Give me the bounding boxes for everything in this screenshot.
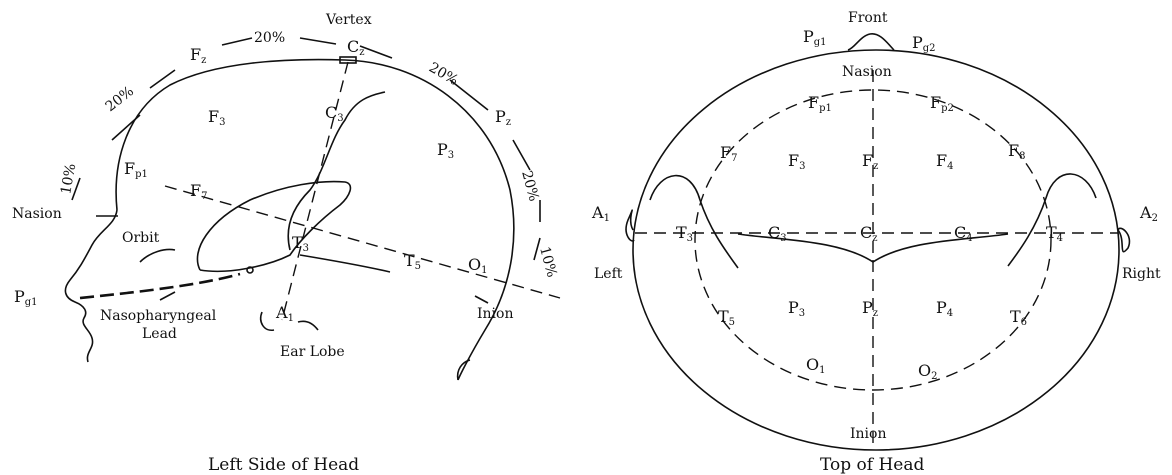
top-electrode-t4: T4: [1046, 223, 1063, 244]
top-electrode-f4: F4: [936, 151, 953, 172]
side-nasopharyngeal-lead: [79, 272, 241, 300]
top-electrode-c4: C4: [954, 223, 973, 244]
side-electrode-fp1: Fp1: [124, 159, 148, 180]
side-orbit-curve: [139, 248, 176, 263]
side-nasopharyngeal-label-2: Lead: [142, 326, 177, 342]
top-electrode-fp1: Fp1: [808, 93, 832, 114]
top-electrode-c3: C3: [768, 223, 787, 244]
top-view: Front Nasion Inion Left Right Top of Hea…: [591, 10, 1161, 475]
side-arc-nasion-fp1: [71, 177, 81, 201]
side-arc-cz-pz: [359, 45, 489, 111]
side-electrode-c3: C3: [325, 103, 344, 124]
side-coronal-dash: [281, 61, 349, 321]
side-nasopharyngeal-label-1: Nasopharyngeal: [100, 308, 217, 324]
side-arc-fz-cz: [221, 37, 337, 46]
side-electrode-pz: Pz: [495, 107, 511, 128]
side-arc-o1-inion: [533, 237, 541, 261]
side-temporal-lower: [299, 254, 391, 273]
side-electrode-a1: A1: [275, 303, 294, 324]
top-electrode-p3: P3: [788, 298, 805, 319]
top-electrode-pg1: Pg1: [803, 27, 827, 48]
top-electrode-t6: T6: [1010, 307, 1027, 328]
side-temporal-lobe: [196, 180, 352, 273]
top-left-central-curve: [737, 233, 874, 263]
top-electrode-pz: Pz: [862, 298, 878, 319]
side-pct-o1-inion: 10%: [536, 245, 560, 279]
top-right-temporal-curve: [1007, 173, 1097, 267]
top-right-central-curve: [872, 233, 1009, 263]
top-inner-dashed-ring: [694, 89, 1052, 391]
top-electrode-o1: O1: [806, 355, 826, 376]
side-horizontal-dash: [164, 185, 561, 299]
side-vertex-label: Vertex: [325, 12, 372, 28]
side-inion-label: Inion: [477, 306, 513, 322]
top-inion-label: Inion: [850, 426, 886, 442]
top-electrode-p4: P4: [936, 298, 953, 319]
side-electrode-fz: Fz: [190, 45, 206, 66]
side-view: Vertex Nasion Orbit Nasopharyngeal Lead …: [12, 12, 561, 475]
side-pct-nasion-fp1: 10%: [58, 162, 79, 195]
side-electrode-f3: F3: [208, 107, 225, 128]
top-electrode-a2: A2: [1139, 203, 1158, 224]
side-pct-fp1-fz: 20%: [103, 83, 137, 115]
top-caption: Top of Head: [820, 455, 924, 475]
side-electrode-f7: F7: [190, 181, 207, 202]
top-electrode-t3: T3: [676, 223, 693, 244]
top-electrode-t5: T5: [718, 307, 735, 328]
side-electrode-p3: P3: [437, 140, 454, 161]
side-electrode-t5: T5: [404, 251, 421, 272]
top-nose: [847, 33, 895, 51]
top-electrode-f7: F7: [720, 143, 737, 164]
top-right-label: Right: [1122, 266, 1161, 282]
side-orbit-label: Orbit: [122, 230, 160, 246]
side-view-caption: Left Side of Head: [208, 455, 359, 475]
side-electrode-pg1: Pg1: [14, 287, 38, 308]
side-electrode-cz: Cz: [347, 37, 365, 58]
side-central-sulcus: [287, 91, 386, 251]
side-nasopharyngeal-arrow: [159, 291, 176, 301]
top-electrode-f8: F8: [1008, 141, 1025, 162]
top-front-label: Front: [848, 10, 888, 26]
side-pct-fz-cz: 20%: [254, 30, 285, 46]
top-electrode-cz: Cz: [860, 223, 878, 244]
side-face-profile: [64, 209, 118, 363]
side-pct-pz-o1: 20%: [518, 169, 542, 203]
top-left-label: Left: [594, 266, 623, 282]
side-arc-fp1-fz: [111, 69, 176, 141]
side-ear-lobe-label: Ear Lobe: [280, 344, 345, 360]
top-head-outline: [632, 49, 1120, 451]
top-left-ear: [625, 209, 635, 242]
top-right-ear: [1117, 227, 1131, 253]
top-left-temporal-curve: [649, 174, 739, 269]
side-electrode-o1: O1: [468, 255, 488, 276]
top-electrode-pg2: Pg2: [912, 33, 936, 54]
side-nasopharyngeal-tip: [246, 266, 254, 274]
top-electrode-o2: O2: [918, 361, 938, 382]
top-electrode-fp2: Fp2: [930, 93, 954, 114]
side-nasion-label: Nasion: [12, 206, 62, 222]
side-ear-lobe: [259, 311, 275, 332]
top-electrode-a1: A1: [591, 203, 610, 224]
top-electrode-f3: F3: [788, 151, 805, 172]
side-inion-hook: [456, 359, 471, 381]
top-electrode-fz: Fz: [862, 151, 878, 172]
side-inion-tick: [474, 295, 489, 304]
side-arc-pz-o1: [512, 139, 541, 222]
side-ear-arrow: [297, 320, 319, 331]
side-head-outline: [115, 58, 515, 381]
side-electrode-t3: T3: [292, 233, 309, 254]
top-nasion-label: Nasion: [842, 64, 892, 80]
